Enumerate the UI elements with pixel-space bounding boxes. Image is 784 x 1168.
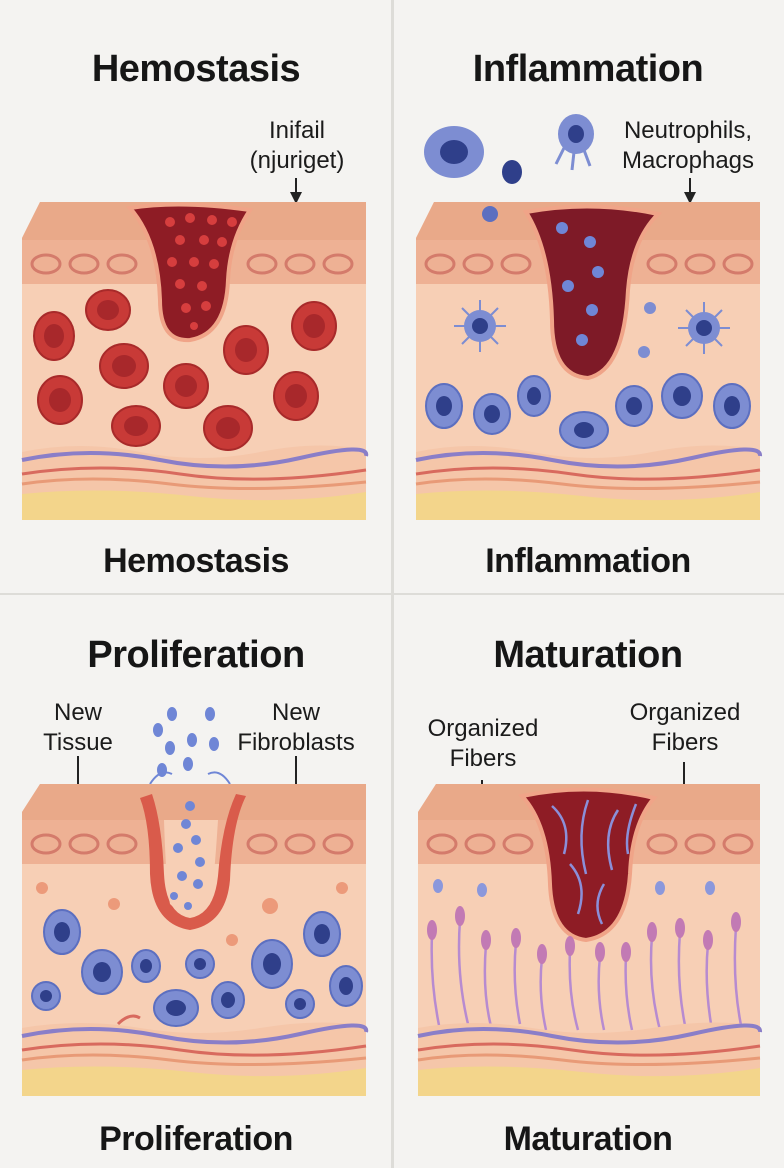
label-line: Tissue bbox=[43, 729, 113, 756]
inflammation-tissue-illustration bbox=[415, 114, 762, 520]
label-line: Neutrophils, bbox=[623, 117, 753, 144]
label-line: Macrophags bbox=[621, 147, 755, 174]
label-line: Fibers bbox=[651, 729, 719, 756]
hemostasis-tissue-illustration bbox=[21, 178, 369, 520]
immune-cells-label: Neutrophils, Macrophags bbox=[598, 116, 778, 176]
panel-title: Inflammation bbox=[472, 48, 704, 90]
new-tissue-label: New Tissue bbox=[28, 698, 128, 758]
proliferation-panel: Proliferation New Tissue New Fibroblasts bbox=[0, 584, 392, 1168]
panel-title: Maturation bbox=[493, 634, 683, 676]
label-line: New bbox=[271, 699, 320, 726]
label-line: New bbox=[53, 699, 102, 726]
label-line: Inifail bbox=[268, 117, 326, 144]
horizontal-divider bbox=[0, 593, 784, 595]
panel-caption: Hemostasis bbox=[103, 542, 289, 580]
panel-title: Proliferation bbox=[87, 634, 305, 676]
label-line: Fibers bbox=[449, 745, 517, 772]
proliferation-tissue-illustration bbox=[21, 707, 369, 1096]
panel-title: Hemostasis bbox=[91, 48, 301, 90]
new-fibroblasts-label: New Fibroblasts bbox=[218, 698, 374, 758]
label-line: Fibroblasts bbox=[237, 729, 355, 756]
label-line: Organized bbox=[427, 715, 539, 742]
maturation-panel: Maturation Organized Fibers Organized Fi… bbox=[392, 584, 784, 1168]
label-line: (njuriget) bbox=[249, 147, 345, 174]
maturation-tissue-illustration bbox=[417, 762, 762, 1096]
label-line: Organized bbox=[629, 699, 741, 726]
organized-fibers-right-label: Organized Fibers bbox=[610, 698, 760, 758]
inflammation-panel: Inflammation Neutrophils, Macrophags bbox=[392, 0, 784, 584]
hemostasis-panel: Hemostasis Inifail (njuriget) bbox=[0, 0, 392, 584]
panel-caption: Proliferation bbox=[99, 1120, 293, 1158]
vertical-divider bbox=[391, 0, 394, 1168]
injury-label: Inifail (njuriget) bbox=[232, 116, 362, 176]
organized-fibers-left-label: Organized Fibers bbox=[408, 714, 558, 774]
panel-caption: Inflammation bbox=[485, 542, 691, 580]
panel-caption: Maturation bbox=[503, 1120, 673, 1158]
